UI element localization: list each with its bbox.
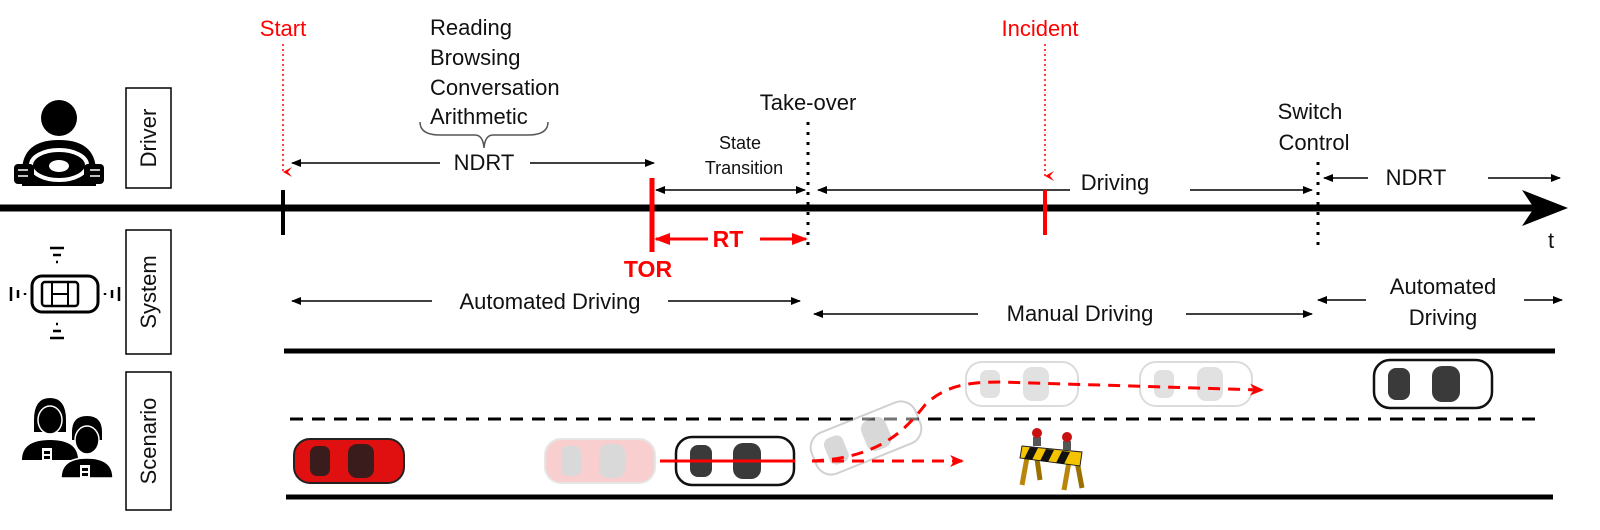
automated1-phase-label: Automated Driving [460,289,641,314]
start-label: Start [260,16,306,41]
time-axis-label: t [1548,228,1554,253]
automated2-phase-label-line2: Driving [1409,305,1477,330]
ndrt2-phase-label: NDRT [1386,165,1447,190]
trajectory-lane-change-dashed [811,380,1264,463]
time-axis-arrowhead [1522,190,1568,226]
manual-phase-label: Manual Driving [1007,301,1154,326]
state-transition-label-line1: State [719,133,761,153]
ego-car-automated-resume [1372,358,1494,410]
row-label-scenario-text: Scenario [136,398,161,485]
driver-steering-wheel-icon [14,100,104,186]
ndrt-brace [419,121,549,149]
row-label-system: System [125,229,172,355]
ndrt-task-conversation: Conversation [430,75,560,100]
rt-label: RT [713,226,744,252]
ego-car-ghost-turning [809,400,923,476]
tor-label: TOR [624,256,673,282]
switch-control-label-line1: Switch [1278,99,1343,124]
road-barrier-icon [1019,428,1085,491]
ndrt-phase-label: NDRT [454,150,515,175]
switch-control-label-line2: Control [1279,130,1350,155]
row-label-scenario: Scenario [125,371,172,511]
incident-label: Incident [1001,16,1078,41]
car-sensors-icon [9,246,121,340]
ego-car-ghost-lane-change-1 [965,361,1079,407]
state-transition-label-line2: Transition [705,158,783,178]
red-car-ghost [544,438,656,484]
row-label-driver: Driver [125,87,172,189]
take-over-label: Take-over [760,90,857,115]
red-car-ahead [293,438,405,484]
people-badge-icon [22,398,114,479]
ndrt-task-arithmetic: Arithmetic [430,104,528,129]
row-label-system-text: System [136,255,161,328]
ndrt-task-reading: Reading [430,15,512,40]
ego-car-ghost-lane-change-2 [1139,361,1253,407]
ndrt-task-browsing: Browsing [430,45,520,70]
driving-phase-label: Driving [1081,170,1149,195]
row-label-driver-text: Driver [136,109,161,168]
automated2-phase-label-line1: Automated [1390,274,1496,299]
